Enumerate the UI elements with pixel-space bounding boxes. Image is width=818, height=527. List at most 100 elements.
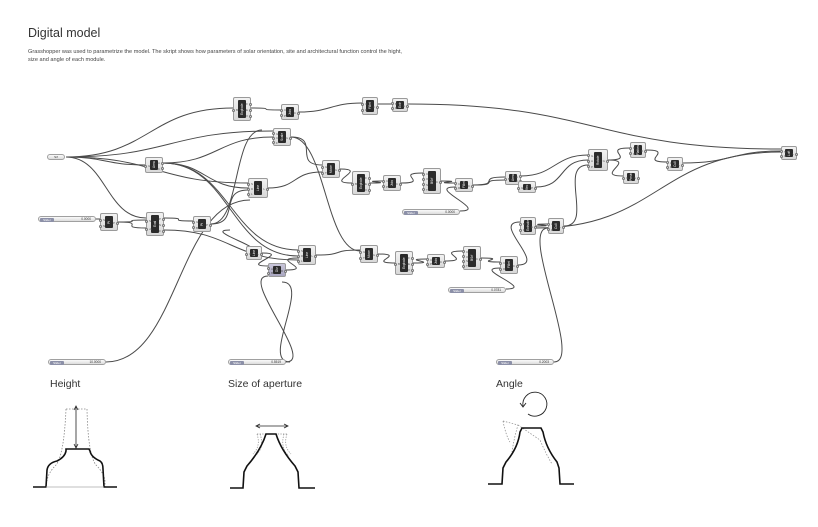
input-port[interactable] (780, 150, 783, 154)
input-port[interactable] (247, 182, 250, 186)
input-port[interactable] (245, 252, 248, 256)
output-port[interactable] (376, 105, 379, 109)
input-port[interactable] (144, 164, 147, 168)
output-port[interactable] (266, 187, 269, 191)
input-port[interactable] (780, 154, 783, 158)
input-port[interactable] (297, 259, 300, 263)
input-port[interactable] (622, 176, 625, 180)
output-port[interactable] (471, 184, 474, 188)
input-port[interactable] (382, 179, 385, 183)
input-port[interactable] (587, 159, 590, 163)
input-port[interactable] (391, 102, 394, 106)
output-port[interactable] (479, 257, 482, 261)
output-port[interactable] (368, 176, 371, 180)
input-port[interactable] (519, 228, 522, 232)
output-port[interactable] (249, 102, 252, 106)
input-port[interactable] (499, 261, 502, 265)
input-port[interactable] (321, 165, 324, 169)
input-port[interactable] (517, 186, 520, 190)
input-port[interactable] (145, 227, 148, 231)
input-port[interactable] (504, 177, 507, 181)
output-port[interactable] (260, 252, 263, 256)
output-port[interactable] (376, 253, 379, 257)
output-port[interactable] (116, 221, 119, 225)
output-port[interactable] (162, 229, 165, 233)
input-port[interactable] (232, 108, 235, 112)
output-port[interactable] (562, 225, 565, 229)
input-port[interactable] (666, 161, 669, 165)
output-port[interactable] (249, 114, 252, 118)
input-port[interactable] (267, 271, 270, 275)
input-port[interactable] (99, 218, 102, 222)
input-port[interactable] (297, 249, 300, 253)
input-port[interactable] (422, 177, 425, 181)
output-port[interactable] (297, 111, 300, 115)
output-port[interactable] (606, 159, 609, 163)
output-port[interactable] (795, 152, 798, 156)
input-port[interactable] (272, 141, 275, 144)
input-port[interactable] (629, 146, 632, 150)
output-port[interactable] (368, 188, 371, 192)
output-port[interactable] (534, 186, 537, 190)
input-port[interactable] (666, 165, 669, 169)
input-port[interactable] (422, 183, 425, 187)
input-port[interactable] (547, 222, 550, 226)
input-port[interactable] (499, 267, 502, 271)
input-port[interactable] (629, 152, 632, 156)
output-port[interactable] (399, 182, 402, 186)
output-port[interactable] (637, 176, 640, 180)
output-port[interactable] (314, 254, 317, 258)
input-port[interactable] (462, 259, 465, 263)
input-port[interactable] (587, 154, 590, 157)
input-port[interactable] (192, 226, 195, 230)
input-port[interactable] (247, 192, 250, 196)
output-port[interactable] (681, 163, 684, 167)
input-port[interactable] (394, 262, 397, 266)
output-port[interactable] (411, 262, 414, 266)
input-port[interactable] (587, 165, 590, 168)
input-port[interactable] (321, 171, 324, 175)
input-port[interactable] (192, 220, 195, 224)
output-port[interactable] (368, 182, 371, 186)
output-port[interactable] (161, 161, 164, 165)
input-port[interactable] (359, 250, 362, 254)
input-port[interactable] (519, 222, 522, 226)
input-port[interactable] (361, 102, 364, 106)
output-port[interactable] (338, 168, 341, 172)
output-port[interactable] (284, 269, 287, 273)
output-port[interactable] (443, 260, 446, 264)
input-port[interactable] (462, 255, 465, 259)
input-port[interactable] (361, 108, 364, 112)
input-port[interactable] (462, 250, 465, 254)
input-port[interactable] (272, 132, 275, 135)
output-port[interactable] (644, 149, 647, 153)
